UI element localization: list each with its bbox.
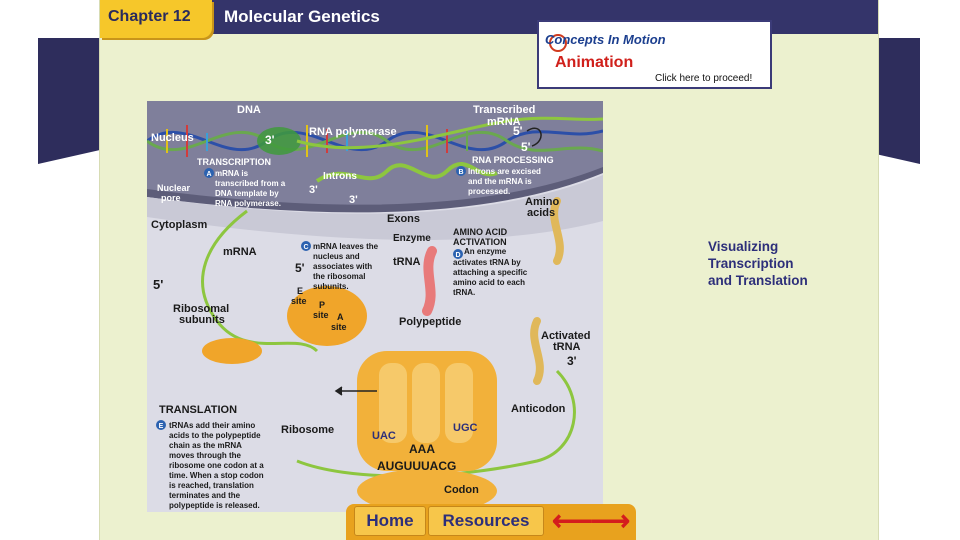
label-dna: DNA [237,104,261,116]
badge-d: D [455,252,460,259]
translation-text-2: acids to the polypeptide [169,431,261,440]
label-codon-sequence: AUGUUUACG [377,459,456,473]
label-rna-polymerase: RNA polymerase [309,126,397,138]
label-activated-trna: tRNA [553,341,581,353]
label-introns: Introns [323,171,357,182]
animation-label: Animation [555,54,634,71]
label-3prime-mid2: 3' [349,194,358,206]
resources-button[interactable]: Resources [428,506,544,536]
label-anticodon: Anticodon [511,403,566,415]
label-5prime-b: 5' [521,140,531,154]
label-trna: tRNA [393,256,421,268]
transcription-text-4: RNA polymerase. [215,199,281,208]
proceed-text: Click here to proceed! [655,73,753,84]
label-exons: Exons [387,213,420,225]
p-site-letter: P [319,300,325,310]
transcription-translation-figure: A B C D E DNA Transcribed mRNA Nucleus 3… [147,101,603,512]
side-caption-line-1: Visualizing [708,239,779,254]
processing-text-2: and the mRNA is [468,177,532,186]
c-text-4: the ribosomal [313,272,365,281]
concepts-logo-text: Concepts In Motion [545,32,666,47]
translation-text-6: time. When a stop codon [169,471,264,480]
transcription-text-1: mRNA is [215,169,249,178]
translation-text-4: moves through the [169,451,242,460]
transcription-text-3: DNA template by [215,189,279,198]
label-activated: Activated [541,330,591,342]
translation-text-8: terminates and the [169,491,241,500]
e-site-word: site [291,296,307,306]
activation-text-5: tRNA. [453,288,475,297]
label-5prime-left: 5' [153,277,163,292]
label-3prime-top: 3' [265,133,275,147]
label-amino-acid-activation-2: ACTIVATION [453,237,507,247]
label-translation: TRANSLATION [159,404,237,416]
concepts-in-motion-button[interactable]: Concepts In Motion Animation Click here … [537,20,772,89]
label-nucleus: Nucleus [151,132,194,144]
label-enzyme: Enzyme [393,233,431,244]
label-transcription: TRANSCRIPTION [197,157,271,167]
back-arrow-icon[interactable]: ⟵ [552,505,593,536]
side-caption-line-2: Transcription [708,256,794,271]
c-text-1: mRNA leaves the [313,242,379,251]
activation-text-1: An enzyme [464,247,507,256]
label-5prime-c: 5' [295,261,305,275]
c-text-2: nucleus and [313,252,360,261]
label-ribosomal-2: subunits [179,314,225,326]
concepts-logo-icon [549,34,567,52]
p-site-word: site [313,310,329,320]
translation-text-9: polypeptide is released. [169,501,260,510]
label-ribosomal-1: Ribosomal [173,303,229,315]
page-title: Molecular Genetics [224,7,380,26]
label-pore: pore [161,193,181,203]
chapter-label: Chapter 12 [108,8,191,25]
c-text-3: associates with [313,262,372,271]
translation-text-3: chain as the mRNA [169,441,242,450]
badge-b: B [458,169,463,176]
c-text-5: subunits. [313,282,349,291]
translation-text-1: tRNAs add their amino [169,421,255,430]
label-cytoplasm: Cytoplasm [151,219,207,231]
translation-text-7: is reached, translation [169,481,254,490]
side-caption-line-3: and Translation [708,273,808,288]
a-site-word: site [331,322,347,332]
label-codon: Codon [444,484,479,496]
activation-text-2: activates tRNA by [453,258,521,267]
label-transcribed-2: mRNA [487,116,521,128]
label-mrna: mRNA [223,246,257,258]
badge-e: E [159,423,164,430]
label-5prime-a: 5' [513,124,523,138]
forward-arrow-icon[interactable]: ⟶ [590,505,631,536]
translation-text-5: ribosome one codon at a [169,461,264,470]
activation-text-4: amino acid to each [453,278,525,287]
chapter-tab[interactable] [100,0,212,38]
label-transcribed-1: Transcribed [473,104,535,116]
label-acids: acids [527,207,555,219]
label-3prime-right: 3' [567,354,577,368]
a-site-letter: A [337,312,344,322]
processing-text-1: Introns are excised [468,167,541,176]
label-3prime-mid: 3' [309,184,318,196]
label-ugc: UGC [453,422,478,434]
processing-text-3: processed. [468,187,510,196]
label-nuclear: Nuclear [157,183,191,193]
label-ribosome: Ribosome [281,424,334,436]
transcription-text-2: transcribed from a [215,179,286,188]
label-amino-acid-activation-1: AMINO ACID [453,227,508,237]
background-band-notch-left [38,150,100,164]
label-rna-processing: RNA PROCESSING [472,155,554,165]
activation-text-3: attaching a specific [453,268,528,277]
badge-a: A [206,171,211,178]
side-caption: Visualizing Transcription and Translatio… [708,238,808,289]
label-uac: UAC [372,430,396,442]
label-aaa: AAA [409,442,435,456]
label-polypeptide: Polypeptide [399,316,461,328]
badge-c: C [303,244,308,251]
e-site-letter: E [297,286,303,296]
home-button[interactable]: Home [354,506,426,536]
label-amino: Amino [525,196,560,208]
